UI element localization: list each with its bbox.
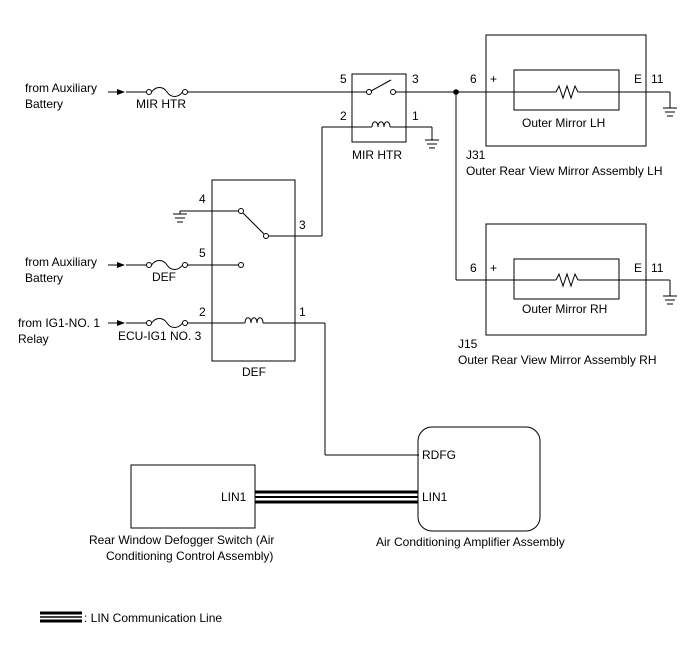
mirror-rh-plus: + [490,261,497,275]
mir-htr-relay-pin5: 5 [340,72,347,86]
def-relay-pin3: 3 [299,218,306,232]
mirror-rh-e: E [634,261,642,275]
source-aux-battery-2-line2: Battery [25,271,63,285]
mirror-lh-e: E [634,72,642,86]
source-ig1-line2: Relay [18,332,49,346]
mirror-rh-pin11: 11 [651,261,664,275]
fuse-def-label: DEF [152,270,176,284]
ac-amplifier-box [417,426,541,532]
source-aux-battery-1-line2: Battery [25,97,63,111]
mirror-lh-pin11: 11 [651,72,664,86]
lin-communication-line [255,490,418,504]
mirror-lh-connector: J31 [466,148,486,162]
mir-htr-relay-pin2: 2 [340,109,347,123]
def-relay-pin2: 2 [199,305,206,319]
mir-htr-relay-label: MIR HTR [352,148,402,162]
mirror-rh-connector: J15 [458,337,478,351]
legend-lin-symbol [40,611,82,623]
def-relay-switch [173,127,323,239]
mirror-lh-assembly-label: Outer Rear View Mirror Assembly LH [466,164,663,178]
mir-htr-relay-pin1: 1 [412,109,419,123]
ac-amplifier-label: Air Conditioning Amplifier Assembly [376,535,565,549]
mirror-lh-resistor [514,84,619,100]
ecu-ig1-fuse-line [108,317,419,456]
defogger-switch-lin1: LIN1 [221,490,247,504]
mirror-rh-ground-wire [619,279,677,305]
mirror-lh-heater-box [513,69,620,111]
mirror-lh-heater-label: Outer Mirror LH [522,116,605,130]
mirror-rh-assembly-label: Outer Rear View Mirror Assembly RH [458,353,657,367]
mirror-rh-heater-label: Outer Mirror RH [522,302,607,316]
mirror-rh-heater-box [513,258,620,300]
mirror-rh-resistor [514,272,619,288]
ac-amplifier-lin1: LIN1 [422,490,448,504]
source-aux-battery-2-line1: from Auxiliary [25,255,97,269]
mirror-lh-pin6: 6 [470,72,477,86]
mirror-lh-assembly-box [485,34,647,147]
defogger-switch-label-line2: Conditioning Control Assembly) [106,549,273,563]
def-relay-label: DEF [242,365,266,379]
mir-htr-relay-coil [322,121,439,149]
def-relay-pin4: 4 [199,192,206,206]
def-fuse-line [108,260,244,270]
mir-htr-relay-box [351,73,407,143]
source-aux-battery-1-line1: from Auxiliary [25,81,97,95]
mir-htr-relay-pin3: 3 [412,72,419,86]
source-ig1-line1: from IG1-NO. 1 [18,316,100,330]
def-relay-pin5: 5 [199,246,206,260]
fuse-mir-htr-label: MIR HTR [136,97,186,111]
defogger-switch-label-line1: Rear Window Defogger Switch (Air [89,533,274,547]
ac-amplifier-rdfg: RDFG [422,448,456,462]
legend-lin-text: : LIN Communication Line [84,611,222,625]
mirror-lh-ground-wire [619,91,677,117]
def-relay-pin1: 1 [299,305,306,319]
mirror-rh-pin6: 6 [470,261,477,275]
fuse-ecu-ig1-label: ECU-IG1 NO. 3 [118,329,202,343]
mir-htr-relay-switch [366,79,456,95]
mir-htr-fuse-line [108,87,366,97]
mirror-lh-plus: + [490,72,497,86]
def-relay-box [211,179,296,362]
